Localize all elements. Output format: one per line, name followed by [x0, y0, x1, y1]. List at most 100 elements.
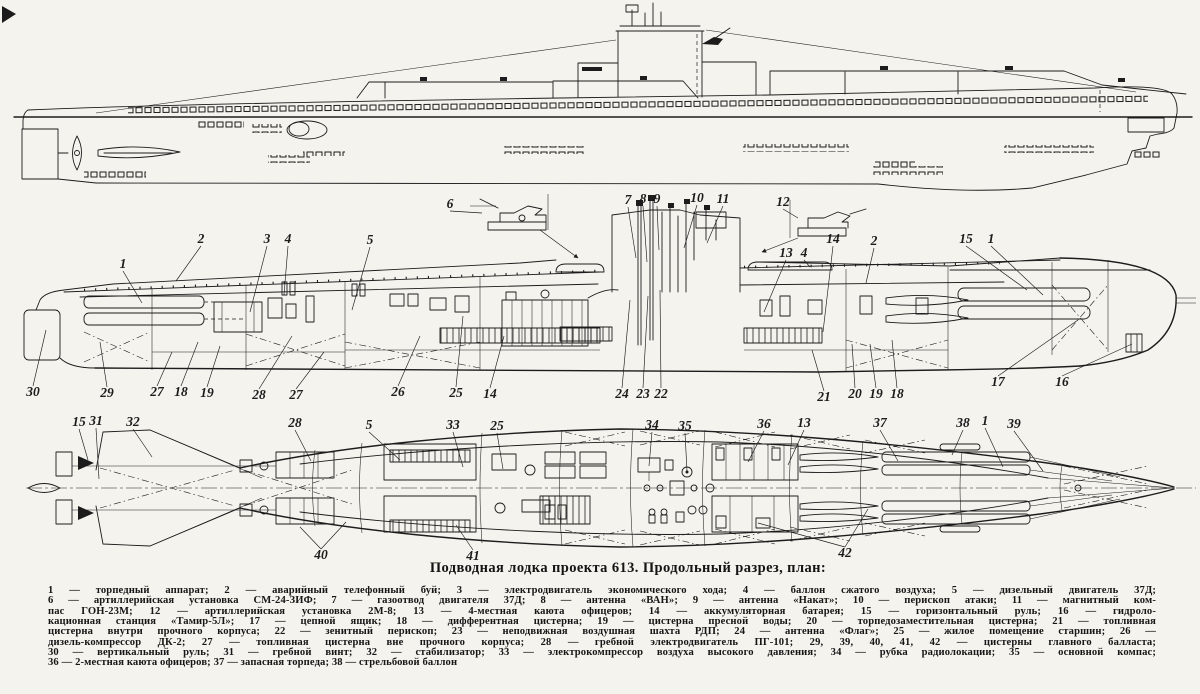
- leader-line: [787, 429, 805, 466]
- gun-inset-fwd: [761, 200, 867, 253]
- conning-tower-section: [611, 195, 741, 346]
- air-bottle-fairing-aft: [555, 263, 605, 273]
- economy-motor: [213, 301, 263, 333]
- bulkheads: [151, 260, 1109, 371]
- leader-line: [489, 335, 505, 389]
- callout-33: 33: [445, 417, 460, 432]
- callout-27: 27: [288, 387, 304, 402]
- section-stern: [35, 289, 96, 369]
- legend-line-2: 6 — артиллерийская установка СМ-24-ЗИФ; …: [48, 595, 1156, 607]
- officer-cabins: [711, 443, 799, 533]
- flood-ports-stern: [84, 171, 146, 180]
- callout-10: 10: [690, 190, 704, 205]
- rudder: [21, 128, 59, 180]
- leader-line: [32, 329, 47, 387]
- electric-motors: [239, 451, 335, 525]
- flood-ports-below-waterline: [198, 121, 1094, 175]
- leader-line: [180, 341, 199, 387]
- callout-25: 25: [489, 418, 504, 433]
- prop-blade-upper: [78, 456, 94, 470]
- leader-line: [851, 343, 856, 389]
- callout-11: 11: [717, 191, 730, 206]
- conning-tower: [577, 25, 757, 98]
- side-tank-braces: [243, 430, 1149, 546]
- prop-blade-lower: [78, 506, 94, 520]
- superstructure-fwd: [769, 70, 1187, 96]
- leader-line: [1013, 430, 1044, 472]
- leader-line: [99, 341, 108, 388]
- leader-line: [455, 524, 474, 551]
- periscope-masts: [631, 2, 662, 27]
- leader-line: [706, 205, 724, 244]
- callout-1: 1: [982, 413, 989, 428]
- callout-18: 18: [174, 384, 188, 399]
- callout-18: 18: [890, 386, 904, 401]
- stern-torpedo-tubes: [83, 295, 246, 326]
- firing-bottle-upper: [939, 443, 981, 451]
- callout-4: 4: [284, 231, 292, 246]
- diesel-engine: [501, 289, 619, 347]
- leader-line: [452, 431, 464, 468]
- prop-shafts: [72, 465, 276, 511]
- section-bow: [1059, 257, 1177, 367]
- leader-line: [683, 204, 698, 249]
- leader-line: [95, 427, 100, 480]
- leader-line: [990, 245, 1044, 296]
- leader-line: [684, 432, 688, 472]
- leader-line: [1061, 343, 1133, 377]
- callout-27: 27: [149, 384, 165, 399]
- callout-16: 16: [1055, 374, 1069, 389]
- leader-line: [122, 270, 143, 304]
- propeller: [57, 135, 82, 171]
- leader-line: [997, 319, 1079, 377]
- pressure-hull-top: [79, 281, 1005, 298]
- antenna-wire-aft: [95, 39, 617, 114]
- bow-torpedo-tubes-plan: [881, 451, 1121, 525]
- mast-top-box: [625, 4, 639, 13]
- leader-line: [78, 428, 89, 461]
- callout-37: 37: [872, 415, 888, 430]
- aa-gun-silhouette: [702, 37, 723, 45]
- stern-cap: [23, 309, 61, 361]
- hull-bottom-line: [95, 174, 1087, 191]
- leader-line: [206, 345, 221, 388]
- callout-13: 13: [779, 245, 793, 260]
- callout-19: 19: [869, 386, 883, 401]
- flood-ports-row: [127, 95, 1149, 117]
- callout-34: 34: [644, 417, 659, 432]
- callout-41: 41: [465, 548, 480, 563]
- bow-sonar-step: [1127, 117, 1165, 133]
- plan-bottom-leaders: [299, 508, 869, 551]
- leader-line: [283, 245, 289, 296]
- callout-8: 8: [640, 191, 647, 206]
- bow-ports: [1134, 150, 1160, 158]
- stern-profile: [22, 109, 97, 184]
- callout-1: 1: [988, 231, 995, 246]
- legend: 1 — торпедный аппарат; 2 — аварийный тел…: [48, 585, 1156, 669]
- propeller-hub: [74, 150, 80, 156]
- leader-line: [879, 429, 899, 462]
- leader-line: [132, 428, 153, 458]
- ballast-cross-braces: [83, 284, 1109, 369]
- legend-line-6: дизель-компрессор ДК-2; 27 — топливная ц…: [48, 636, 1156, 648]
- leader-line: [656, 205, 660, 251]
- stern-torpedo-fairing: [97, 146, 181, 159]
- leader-line: [621, 299, 631, 389]
- callout-12: 12: [776, 194, 790, 209]
- plan-top-leaders: [78, 427, 1044, 480]
- antenna-wire-fwd: [705, 29, 1137, 93]
- callout-38: 38: [955, 415, 970, 430]
- leader-line: [747, 430, 765, 463]
- leader-line: [865, 247, 875, 284]
- figure-caption: Подводная лодка проекта 613. Продольный …: [429, 560, 827, 576]
- leader-line: [455, 315, 464, 388]
- callout-15: 15: [72, 414, 86, 429]
- callout-5: 5: [366, 417, 373, 432]
- section-top-leaders: [122, 204, 1044, 333]
- callout-3: 3: [263, 231, 271, 246]
- callout-20: 20: [847, 386, 862, 401]
- callout-29: 29: [99, 385, 114, 400]
- section-bottom: [94, 365, 1081, 373]
- leader-line: [627, 206, 637, 259]
